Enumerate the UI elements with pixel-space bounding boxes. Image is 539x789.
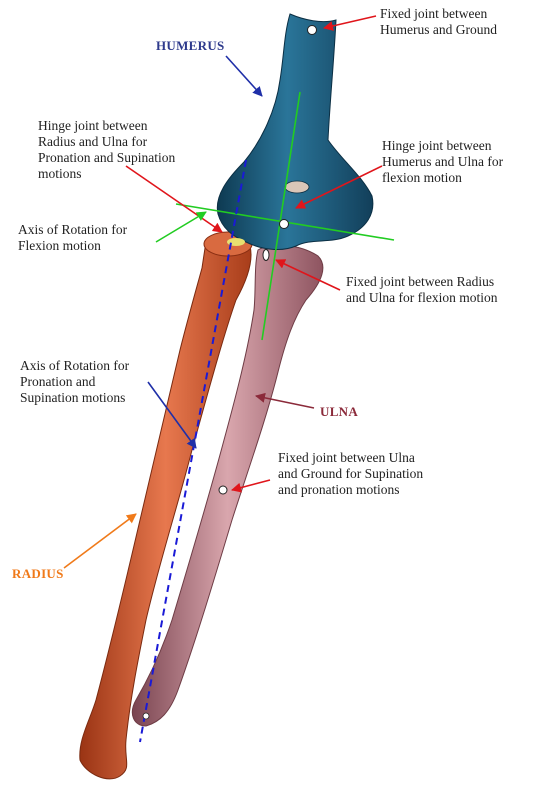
joint-marker-humerus-ground (308, 26, 317, 35)
label-fixed-ulna-ground: Fixed joint between Ulna and Ground for … (278, 450, 423, 498)
joint-marker-humerus-ulna (280, 220, 289, 229)
joint-marker-distal (143, 713, 149, 719)
arrow-humerus-label (226, 56, 262, 96)
label-hinge-humerus-ulna: Hinge joint between Humerus and Ulna for… (382, 138, 503, 186)
joint-marker-radius-ulna (263, 250, 269, 261)
label-fixed-humerus-ground: Fixed joint between Humerus and Ground (380, 6, 497, 38)
radius-label: RADIUS (12, 566, 64, 582)
label-fixed-radius-ulna: Fixed joint between Radius and Ulna for … (346, 274, 497, 306)
humerus-fossa (285, 181, 309, 193)
humerus-label: HUMERUS (156, 38, 225, 54)
joint-marker-ulna-ground (219, 486, 227, 494)
arrow-axis-flexion (156, 212, 206, 242)
ulna-label: ULNA (320, 404, 358, 420)
label-axis-pronation: Axis of Rotation for Pronation and Supin… (20, 358, 129, 406)
arrow-radius-label (64, 514, 136, 568)
label-axis-flexion: Axis of Rotation for Flexion motion (18, 222, 127, 254)
label-hinge-radius-ulna: Hinge joint between Radius and Ulna for … (38, 118, 175, 182)
